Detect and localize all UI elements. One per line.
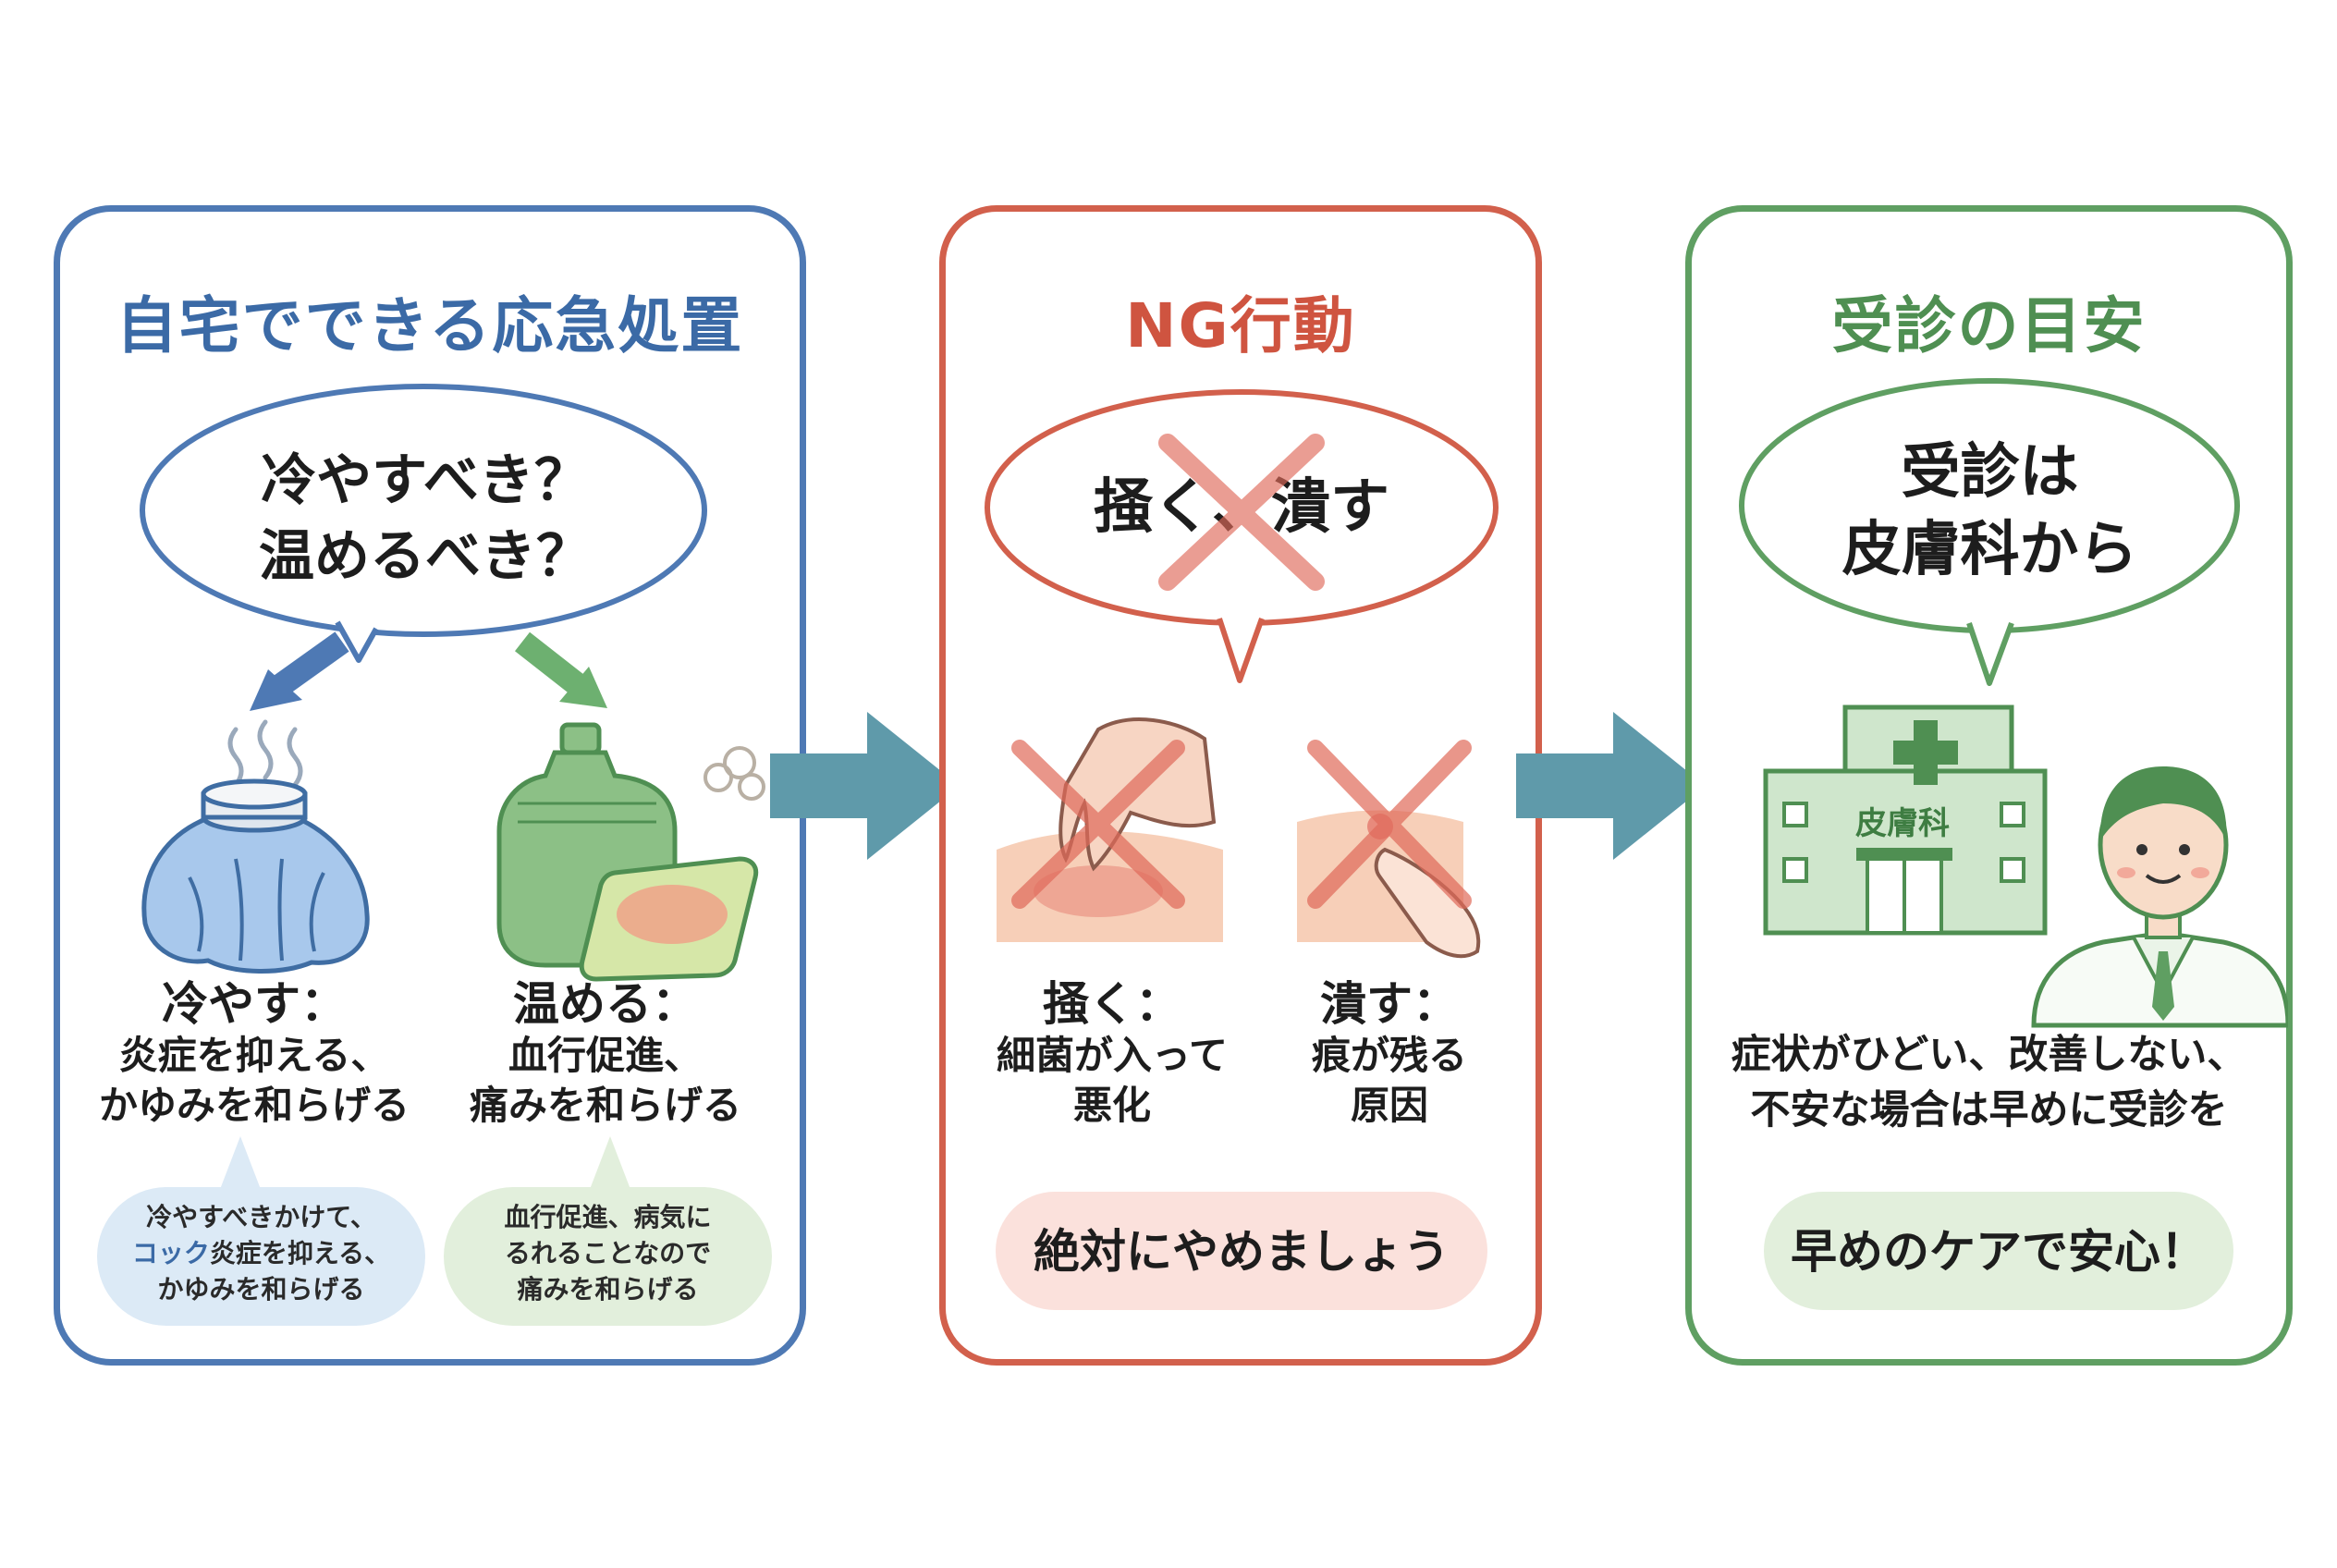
warm-note-line-1: 血行促進、病気に	[504, 1202, 712, 1232]
hospital-icon	[1763, 704, 2048, 936]
question-line-1: 冷やすべき？	[261, 448, 590, 513]
heat-pad-icon	[579, 856, 759, 982]
warm-caption: 温める： 血行促進、 痛みを和らげる	[430, 977, 781, 1131]
cool-caption-line-1: 炎症を抑える、	[118, 1033, 390, 1078]
home-care-illustrations	[97, 384, 772, 1326]
cool-note-highlight: コック	[131, 1238, 210, 1268]
hospital-sign-text: 皮膚科	[1855, 805, 1950, 842]
home-care-panel: 自宅でできる応急処置	[54, 205, 806, 1366]
ng-actions-title: NG行動	[1125, 290, 1356, 361]
warm-note-line-2: るれることなので	[444, 1235, 772, 1271]
visit-guidance-line-2: 不安な場合は早めに受診を	[1750, 1087, 2228, 1133]
ng-pill-shape	[996, 1192, 1487, 1310]
warm-direction-arrow-icon	[514, 631, 607, 708]
squeeze-caption: 潰す： 痕が残る 原因	[1260, 977, 1519, 1131]
visit-guidance-line-1: 症状がひどい、改善しない、	[1731, 1032, 2247, 1078]
visit-guidance-text: 症状がひどい、改善しない、 不安な場合は早めに受診を	[1692, 1027, 2286, 1138]
cool-caption: 冷やす： 炎症を抑える、 かゆみを和らげる	[69, 977, 439, 1131]
cool-note-line-3: かゆみを和らげる	[157, 1274, 365, 1305]
warm-note-bubble-shape	[444, 1136, 772, 1326]
scratch-caption: 掻く： 細菌が入って 悪化	[964, 977, 1260, 1131]
flow-arrow-icon-1	[770, 712, 960, 860]
squeeze-caption-line-2: 原因	[1350, 1083, 1428, 1128]
question-bubble-text: 冷やすべき？ 温めるべき？	[143, 443, 707, 594]
visit-guide-title: 受診の目安	[1831, 290, 2147, 361]
visit-bubble-text: 受診は 皮膚科から	[1747, 434, 2233, 589]
cool-caption-line-2: かゆみを和らげる	[98, 1083, 410, 1128]
ng-actions-panel: NG行動 掻く、潰す	[939, 205, 1542, 1366]
question-line-2: 温めるべき？	[259, 524, 592, 589]
ng-illustrations	[985, 389, 1499, 1310]
warm-caption-line-1: 血行促進、	[508, 1033, 703, 1078]
squeeze-caption-line-1: 痕が残る	[1311, 1033, 1467, 1078]
cool-caption-head: 冷やす：	[162, 977, 347, 1031]
warm-caption-head: 温める：	[513, 977, 698, 1031]
visit-speech-bubble	[1739, 378, 2240, 686]
warm-caption-line-2: 痛みを和らげる	[469, 1083, 741, 1128]
scratch-caption-head: 掻く：	[1043, 977, 1181, 1031]
ng-cross-icon-scratch	[1011, 740, 1185, 909]
doctor-icon	[2031, 766, 2288, 1028]
visit-guide-panel: 受診の目安	[1685, 205, 2293, 1366]
scratch-caption-line-1: 細菌が入って	[997, 1033, 1228, 1078]
cool-note-line-1: 冷やすべきかけて、	[146, 1202, 376, 1232]
ng-bubble-cross-icon	[1158, 434, 1325, 591]
warm-note: 血行促進、病気に るれることなので 痛みを和らげる	[444, 1199, 772, 1307]
flow-arrow-icon-2	[1516, 712, 1706, 860]
ng-cross-icon-squeeze	[1307, 740, 1472, 909]
cool-note-line-2-rest: 炎症を抑える、	[209, 1238, 391, 1268]
warm-note-line-2-rest: れることなので	[530, 1238, 712, 1268]
squeeze-caption-head: 潰す：	[1320, 977, 1459, 1031]
cold-steam-icon	[227, 719, 303, 788]
visit-illustrations	[1739, 378, 2288, 1310]
home-care-title: 自宅でできる応急処置	[116, 290, 744, 361]
ice-bag-icon	[141, 778, 370, 974]
visit-reassure-pill: 早めのケアで安心！	[1791, 1225, 2207, 1279]
visit-bubble-line-1: 受診は	[1901, 438, 2079, 507]
visit-pill-shape	[1764, 1192, 2233, 1310]
cool-note-bubble-shape	[97, 1136, 425, 1326]
warm-steam-icon	[704, 746, 765, 801]
ng-warning-pill: 絶対にやめましょう	[1034, 1225, 1450, 1279]
warm-note-line-2-start: る	[504, 1238, 531, 1268]
cool-note: 冷やすべきかけて、 コック炎症を抑える、 かゆみを和らげる	[97, 1199, 425, 1307]
scratch-caption-line-2: 悪化	[1072, 1083, 1151, 1128]
question-speech-bubble	[140, 384, 707, 663]
cool-direction-arrow-icon	[250, 631, 349, 711]
cool-note-line-2: コック炎症を抑える、	[97, 1235, 425, 1271]
warm-note-line-3: 痛みを和らげる	[517, 1274, 699, 1305]
visit-bubble-line-2: 皮膚科から	[1841, 516, 2138, 584]
